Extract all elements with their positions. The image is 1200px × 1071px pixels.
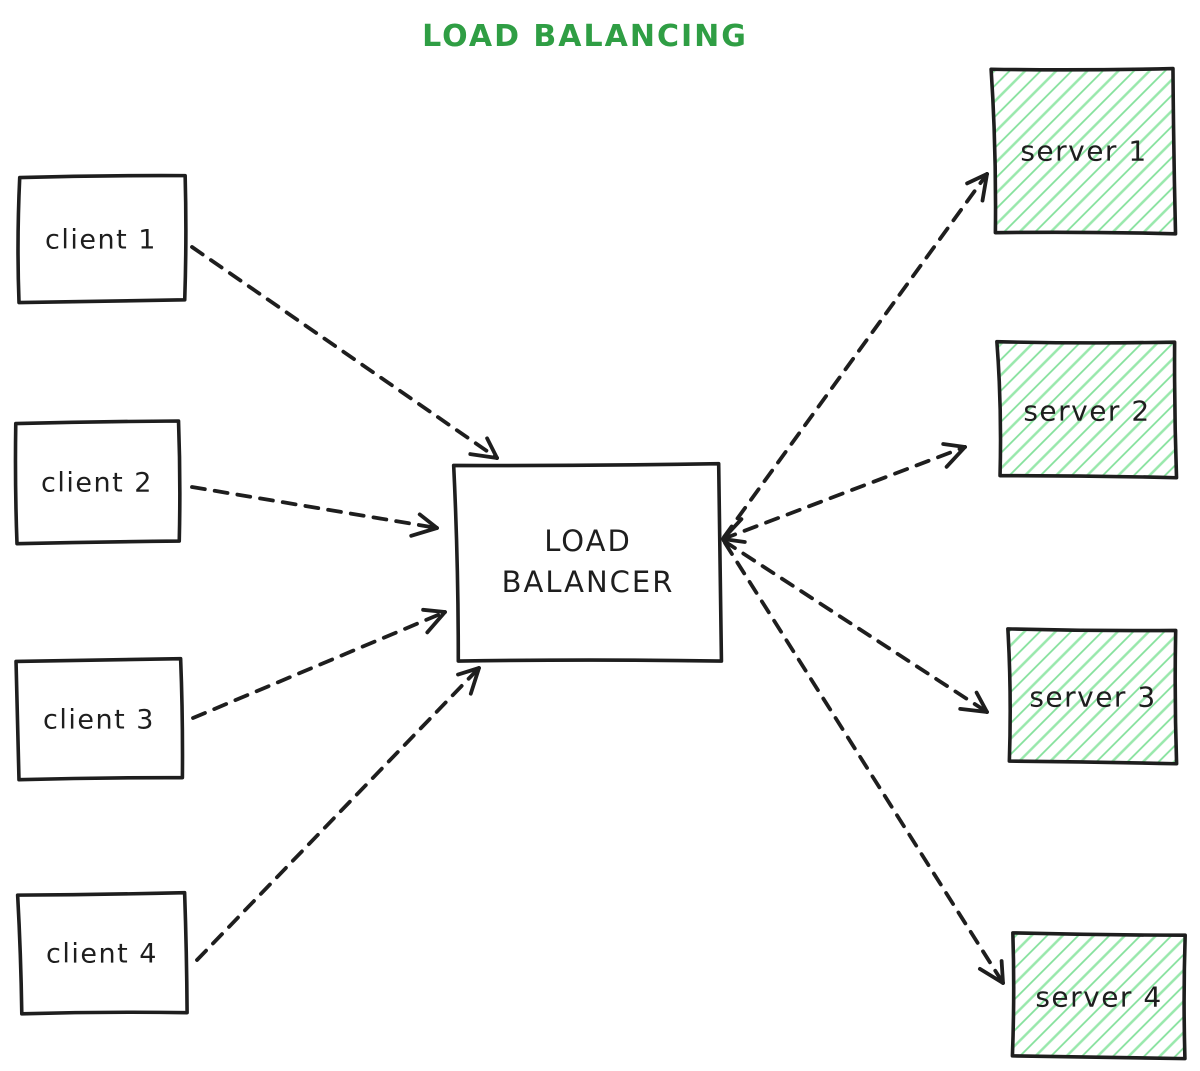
server-3-box: [1006, 627, 1179, 766]
arrow-dashed-line: [191, 610, 447, 720]
arrowhead-stroke: [468, 666, 481, 696]
arrow-client2-to-lb[interactable]: [190, 485, 439, 538]
arrowhead-stroke: [456, 666, 481, 677]
arrowhead-stroke: [941, 442, 967, 449]
client-3-box: [14, 656, 185, 782]
arrow-dashed-line: [721, 445, 967, 541]
arrowhead-stroke: [978, 967, 1005, 985]
load-balancer-box: [451, 461, 724, 663]
arrowhead-stroke: [944, 445, 967, 469]
arrowhead-stroke: [417, 512, 439, 530]
arrowhead-stroke: [974, 690, 989, 714]
arrow-client1-to-lb[interactable]: [190, 245, 499, 460]
arrow-dashed-line: [722, 172, 989, 539]
load-balancer-node[interactable]: LOAD BALANCER: [451, 461, 724, 663]
arrowhead-stroke: [485, 436, 499, 460]
server-1-box: [989, 66, 1178, 236]
server-4-node[interactable]: server 4: [1010, 931, 1187, 1061]
server-1-label: server 1: [1020, 135, 1147, 168]
arrow-client4-to-lb[interactable]: [195, 666, 481, 962]
client-4-node[interactable]: client 4: [15, 890, 189, 1016]
client-2-label: client 2: [41, 468, 153, 499]
client-3-node[interactable]: client 3: [14, 656, 185, 782]
arrow-dashed-line: [190, 485, 439, 530]
arrow-lb-to-server3[interactable]: [722, 539, 989, 714]
arrow-dashed-line: [190, 245, 499, 460]
arrowhead-stroke: [980, 172, 989, 203]
arrowhead-stroke: [721, 517, 744, 541]
arrowhead-stroke: [965, 172, 989, 186]
arrowhead-stroke: [999, 959, 1005, 985]
client-4-label: client 4: [46, 939, 158, 970]
arrowhead-stroke: [409, 526, 439, 538]
client-1-label: client 1: [45, 225, 157, 256]
server-2-node[interactable]: server 2: [995, 339, 1179, 480]
server-3-node[interactable]: server 3: [1006, 627, 1179, 766]
client-1-box: [16, 173, 188, 305]
arrow-dashed-line: [722, 539, 989, 714]
arrow-dashed-line: [723, 541, 1005, 985]
arrowhead-stroke: [421, 607, 447, 614]
load-balancer-label-line2: BALANCER: [502, 565, 675, 599]
client-1-node[interactable]: client 1: [16, 173, 188, 305]
server-2-box: [995, 339, 1179, 480]
server-4-label: server 4: [1035, 981, 1162, 1014]
arrowhead-stroke: [958, 707, 989, 714]
arrow-lb-to-server4[interactable]: [723, 541, 1005, 985]
arrow-lb-to-server1[interactable]: [722, 172, 989, 539]
client-4-box: [15, 890, 189, 1016]
load-balancer-label-line1: LOAD: [544, 524, 632, 558]
arrow-dashed-line: [195, 666, 481, 962]
arrowhead-stroke: [425, 610, 447, 635]
server-4-box: [1010, 931, 1187, 1061]
server-1-node[interactable]: server 1: [989, 66, 1178, 236]
arrow-client3-to-lb[interactable]: [191, 607, 447, 720]
arrow-lb-to-server2[interactable]: [721, 442, 967, 544]
arrowhead-stroke: [721, 537, 747, 544]
diagram-title: LOAD BALANCING: [422, 19, 748, 54]
server-3-label: server 3: [1029, 681, 1156, 714]
client-2-node[interactable]: client 2: [13, 419, 182, 546]
arrowhead-stroke: [468, 452, 499, 460]
server-2-label: server 2: [1023, 395, 1150, 428]
client-2-box: [13, 419, 182, 546]
client-3-label: client 3: [43, 705, 155, 736]
